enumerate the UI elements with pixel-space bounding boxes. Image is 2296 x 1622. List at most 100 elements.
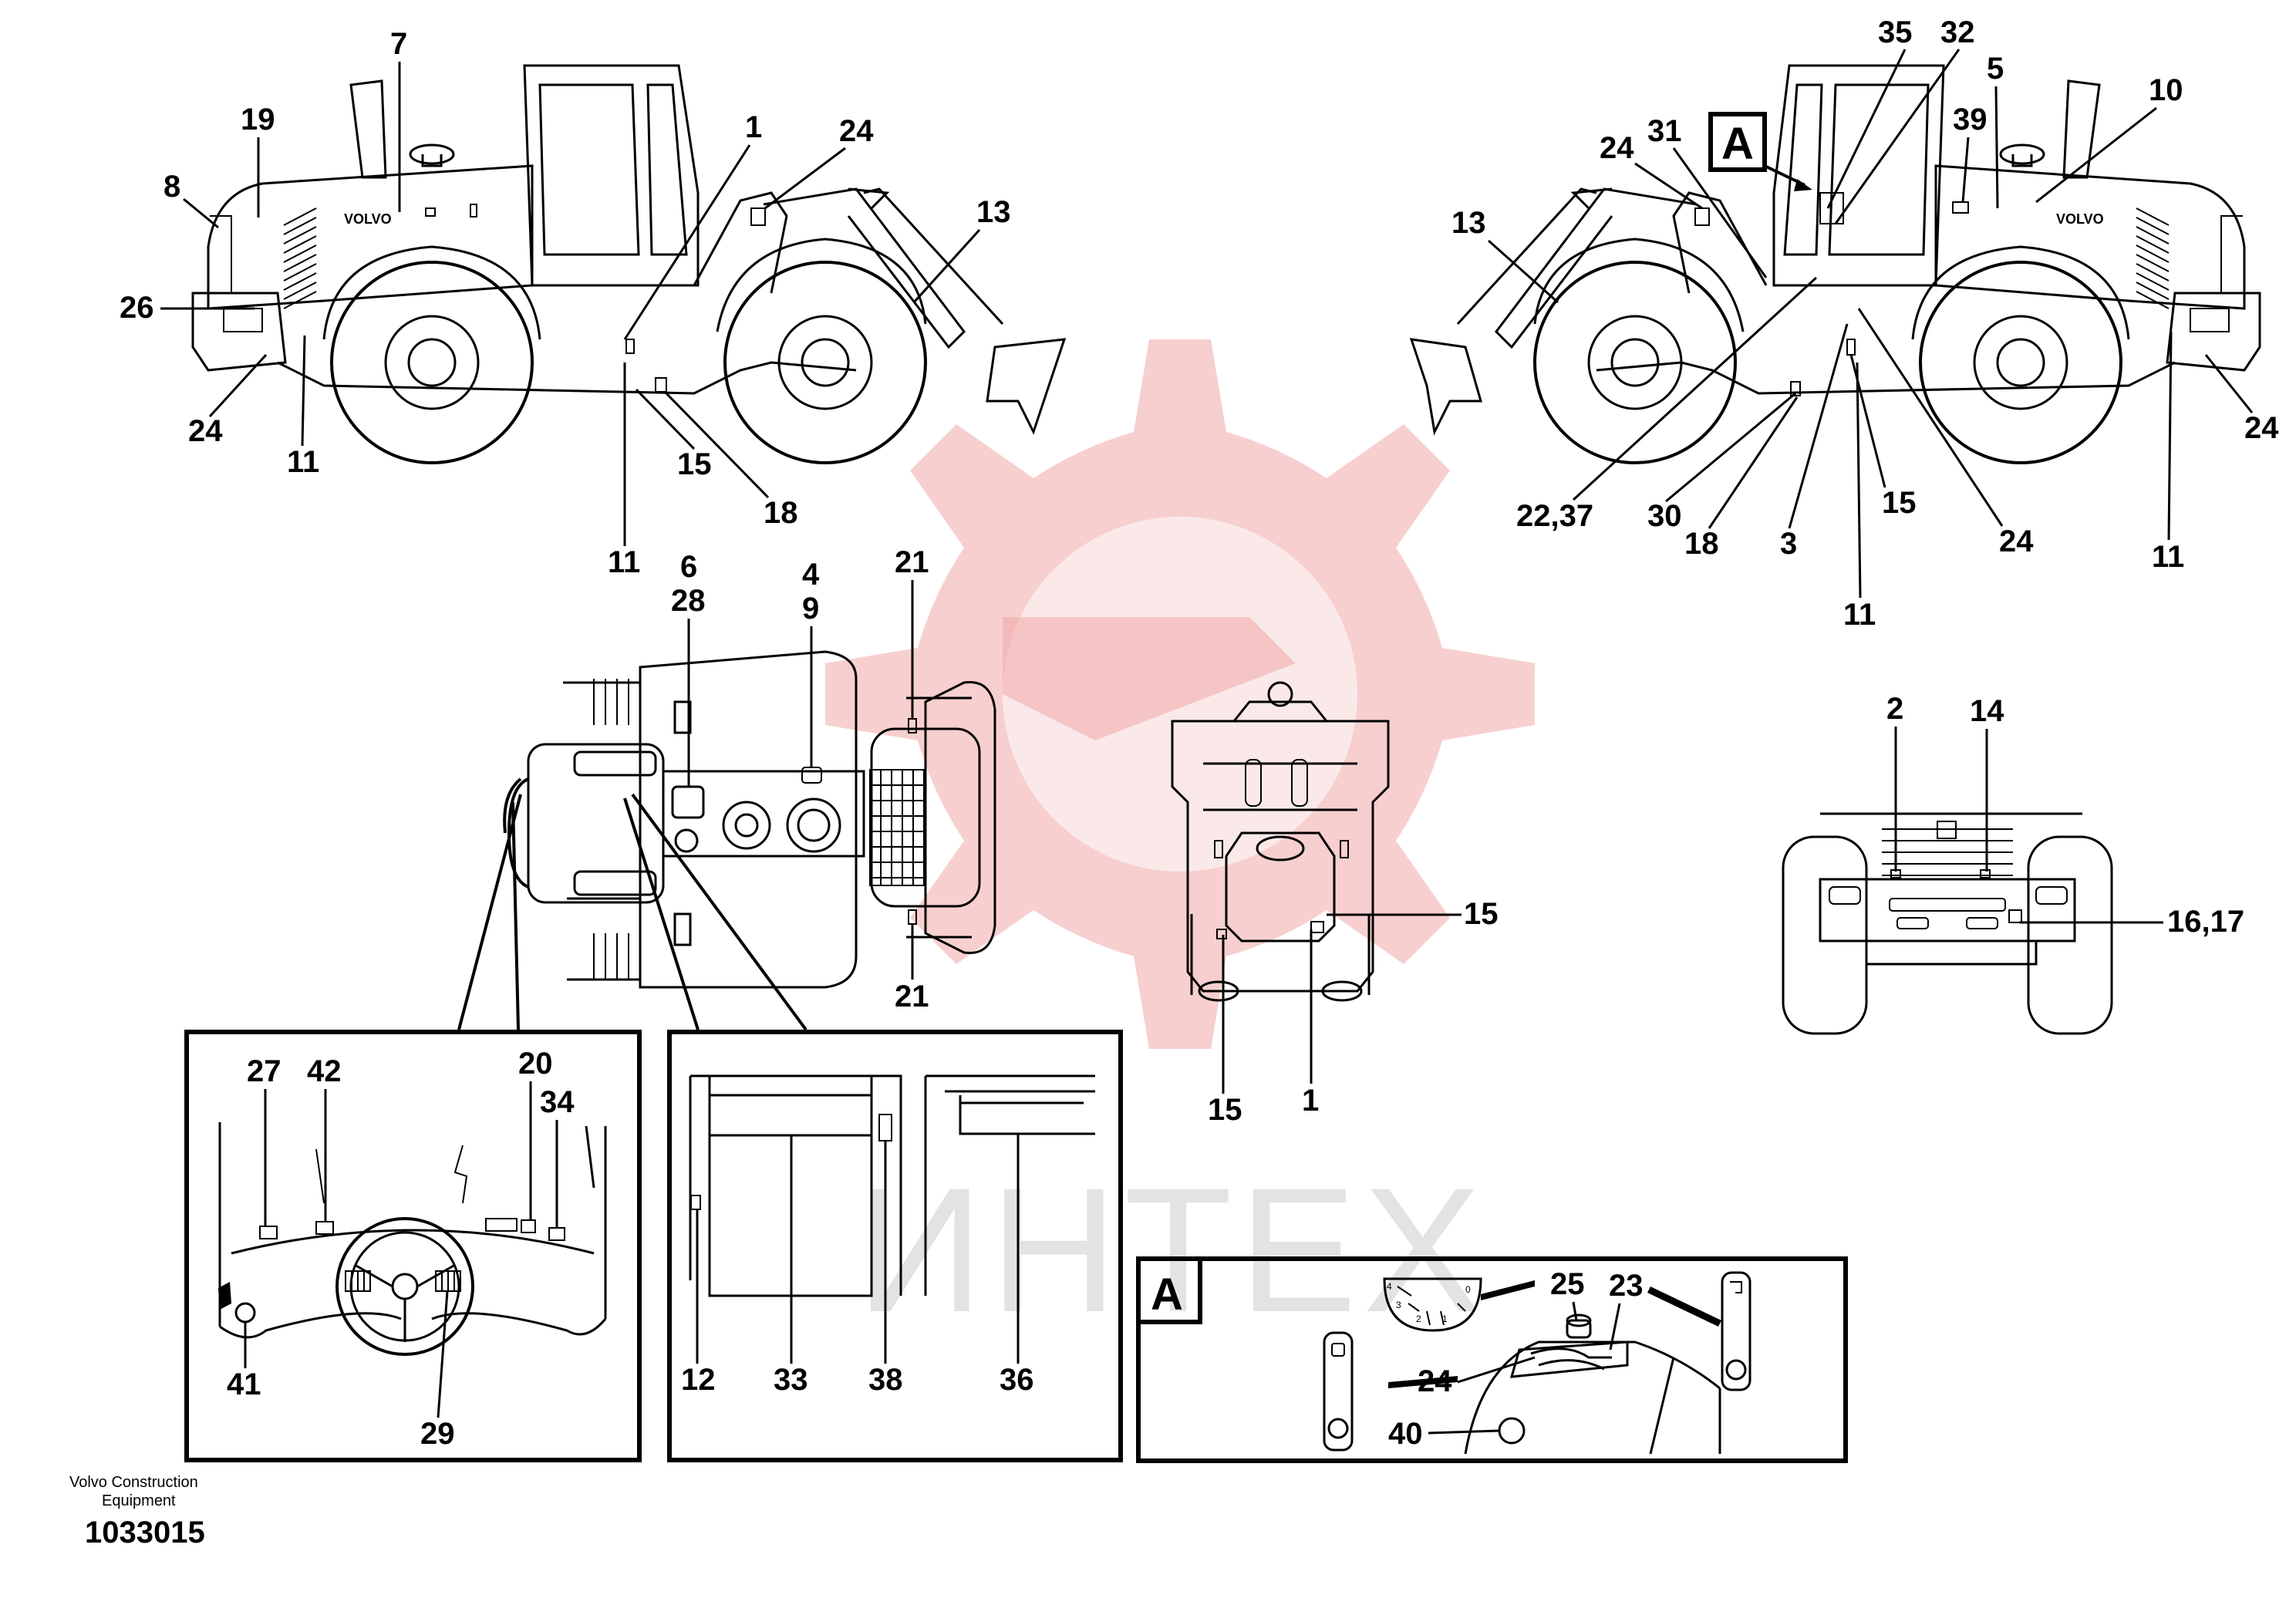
callout-14: 14	[1970, 694, 2004, 728]
side-view-right: VOLVO	[1409, 64, 2261, 464]
leader-5	[1994, 86, 1999, 209]
detail-a-box: A 4 3 2 1 0	[1136, 1256, 1848, 1463]
callout-6: 6	[680, 550, 697, 584]
rear-wheel-left	[322, 245, 541, 464]
side-grille	[283, 207, 317, 309]
leader-13-left	[912, 228, 981, 304]
callout-13-right: 13	[1451, 206, 1486, 240]
leader-15-right	[1849, 354, 1886, 488]
callout-8: 8	[164, 170, 180, 204]
callout-10: 10	[2149, 73, 2183, 107]
leader-13-right	[1488, 239, 1559, 304]
callout-5: 5	[1987, 52, 2004, 86]
top-tank-fins	[593, 679, 629, 980]
leader-35	[1826, 49, 1907, 209]
dial-mark-1: 1	[1442, 1313, 1448, 1324]
detail-a-marker-label: A	[1151, 1270, 1183, 1320]
rear-grille	[1882, 828, 2013, 876]
callout-21-top: 21	[895, 545, 929, 579]
leader-30	[1665, 392, 1796, 503]
front-wheel-right	[1533, 238, 1745, 464]
leader-11-right-a	[1856, 362, 1862, 599]
leader-29	[437, 1290, 449, 1418]
callout-41: 41	[227, 1367, 261, 1401]
callout-9: 9	[802, 592, 819, 626]
rear-wheel-right	[1911, 245, 2130, 464]
callout-24-left-rear: 24	[188, 414, 223, 448]
callout-31: 31	[1647, 114, 1682, 148]
leader-24-right-arm	[1634, 162, 1703, 210]
callout-40: 40	[1388, 1417, 1423, 1451]
callout-13-left: 13	[976, 195, 1011, 229]
leader-11-left-a	[301, 335, 306, 447]
leader-11-right-b	[2167, 331, 2173, 541]
leader-15-left	[635, 388, 696, 450]
callout-39: 39	[1953, 103, 1988, 137]
leader-31	[1672, 147, 1768, 278]
callout-18-right: 18	[1684, 527, 1719, 561]
callout-25: 25	[1550, 1267, 1585, 1301]
leader-18-right	[1708, 396, 1799, 529]
watermark-gear-logo	[825, 339, 1535, 1049]
watermark-text: ИНТЕХ	[856, 1151, 1488, 1349]
callout-1-left: 1	[745, 110, 762, 144]
leader-22-37	[1572, 276, 1818, 501]
front-wheel-left	[716, 238, 927, 464]
leader-24-right-rear	[2204, 354, 2254, 413]
callout-20: 20	[518, 1047, 553, 1081]
hood-brand-left: VOLVO	[344, 211, 392, 227]
callout-22-37: 22,37	[1516, 499, 1593, 533]
callout-29: 29	[420, 1417, 455, 1451]
leader-32	[1834, 49, 1961, 224]
leader-10	[2035, 106, 2157, 204]
frame-view	[1171, 681, 1390, 1002]
leader-3	[1788, 323, 1849, 529]
leader-23	[1609, 1303, 1621, 1351]
dial-mark-0: 0	[1465, 1284, 1471, 1295]
callout-38: 38	[868, 1363, 903, 1397]
callout-4: 4	[802, 558, 820, 592]
leader-8	[183, 197, 219, 229]
leader-24-detail	[1457, 1356, 1536, 1384]
callout-30: 30	[1647, 499, 1682, 533]
side-view-left: VOLVO	[191, 64, 1067, 464]
leader-24-right-b	[1857, 308, 2004, 527]
door-detail-leader-b	[631, 793, 807, 1031]
rear-view	[1782, 812, 2113, 1035]
callout-35: 35	[1878, 15, 1913, 49]
callout-11-right-a: 11	[1843, 598, 1876, 632]
door-detail-leader-a	[623, 798, 700, 1030]
cab-detail-box	[184, 1030, 642, 1462]
callout-18-left: 18	[764, 496, 798, 530]
callout-11-right-b: 11	[2152, 540, 2184, 574]
side-grille-right	[2136, 207, 2170, 309]
callout-12: 12	[681, 1363, 716, 1397]
callout-1-frame: 1	[1302, 1084, 1319, 1118]
callout-24-left-arm: 24	[839, 114, 874, 148]
callout-15-right: 15	[1882, 486, 1917, 520]
callout-2: 2	[1886, 692, 1903, 726]
leader-25	[1572, 1301, 1578, 1321]
callout-33: 33	[774, 1363, 808, 1397]
top-radiator-grid	[869, 769, 925, 886]
callout-32: 32	[1940, 15, 1975, 49]
callout-24-right-b: 24	[1999, 524, 2034, 558]
callout-27: 27	[247, 1054, 282, 1088]
callout-15-frame-a: 15	[1464, 897, 1499, 931]
callout-11-left-b: 11	[608, 545, 640, 579]
view-marker-a: A	[1708, 112, 1812, 191]
callout-21-bottom: 21	[895, 980, 929, 1013]
leader-18-left	[663, 390, 770, 499]
callout-3: 3	[1780, 527, 1797, 561]
leader-39	[1961, 137, 1970, 203]
leader-24-left-arm	[764, 147, 846, 210]
callout-28: 28	[671, 584, 706, 618]
callout-42: 42	[307, 1054, 342, 1088]
callout-24-right-arm: 24	[1600, 131, 1634, 165]
callout-19: 19	[241, 103, 275, 137]
callout-7: 7	[390, 27, 407, 61]
callout-36: 36	[1000, 1363, 1034, 1397]
callout-11-left-a: 11	[287, 445, 319, 479]
callout-23: 23	[1609, 1269, 1644, 1303]
